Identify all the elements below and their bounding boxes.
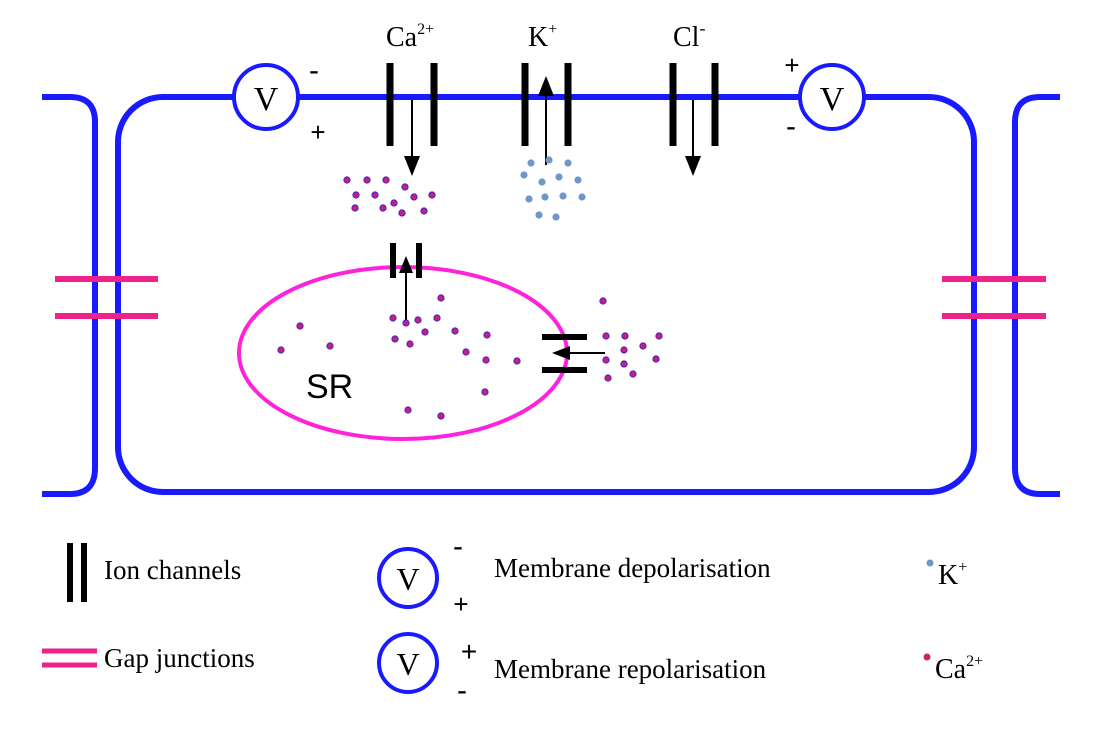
ca-channel-label: Ca2+ [386, 21, 434, 53]
legend-ion-channels-label: Ion channels [104, 555, 241, 585]
ca-ion-dot [652, 355, 660, 363]
ca-ion-dot [428, 191, 436, 199]
ca-ion-dot [343, 176, 351, 184]
svg-text:V: V [254, 81, 279, 118]
sr-uptake-pump [542, 334, 605, 373]
ca-ion-dot [363, 176, 371, 184]
ca-ion-dot [389, 314, 397, 322]
k-ion-dot [535, 211, 543, 219]
ca-ion-dot [639, 342, 647, 350]
ca-ion-dot [604, 374, 612, 382]
ca-ion-dot [352, 191, 360, 199]
k-ion-dot [538, 178, 546, 186]
k-ion-dot [525, 195, 533, 203]
left-gap-junction [55, 276, 158, 319]
ca-ion-dot [513, 357, 521, 365]
k-ion-dot [574, 176, 582, 184]
ca-ion-dot [414, 316, 422, 324]
ca-ion-dot [398, 209, 406, 217]
k-ion-dot [578, 193, 586, 201]
right-gap-junction [942, 276, 1046, 319]
legend-repolarisation-label: Membrane repolarisation [494, 654, 767, 684]
ca-ion-dot [621, 332, 629, 340]
k-channel: K+ [521, 21, 572, 165]
left-neighbor-membrane [42, 94, 98, 497]
ca-ion-dot [351, 204, 359, 212]
k-channel-label: K+ [528, 21, 557, 53]
ca-ion-dot [402, 319, 410, 327]
ca-ion-dot [482, 356, 490, 364]
legend-gap-junctions-label: Gap junctions [104, 643, 255, 673]
legend-k-ion: K+ [926, 559, 967, 591]
ca-ion-dot [391, 335, 399, 343]
ca-ion-dot [599, 297, 607, 305]
right-neighbor-membrane [1012, 94, 1060, 497]
ca-ion-dot [437, 294, 445, 302]
svg-text:V: V [396, 646, 419, 682]
sarcoplasmic-reticulum [237, 265, 569, 441]
ca-ion-dot [406, 340, 414, 348]
cl-channel: Cl- [669, 18, 719, 176]
legend-depolarisation: V - + Membrane depolarisation [377, 530, 771, 619]
ca-ion-dot [382, 176, 390, 184]
ca-ion-dot [437, 412, 445, 420]
ca-ion-dot [655, 332, 663, 340]
right-voltmeter: V + - [784, 50, 866, 143]
sr-release-channel [390, 243, 422, 320]
ca-ion-dot [620, 360, 628, 368]
svg-text:+: + [461, 636, 477, 667]
k-ion-dot [527, 159, 535, 167]
right-voltmeter-top-sign: + [784, 50, 799, 80]
ca-ion-dot [602, 332, 610, 340]
svg-text:K+: K+ [938, 559, 967, 591]
left-voltmeter: V - + [232, 54, 326, 147]
ca-ion-dot [379, 204, 387, 212]
k-ion-dot [541, 193, 549, 201]
k-ion-dot [555, 173, 563, 181]
ca-ion-dot [602, 356, 610, 364]
ca-ion-dot [481, 388, 489, 396]
legend-depolarisation-label: Membrane depolarisation [494, 553, 771, 583]
k-ion-dot [552, 213, 560, 221]
legend-gap-junctions: Gap junctions [42, 643, 255, 673]
legend: Ion channels Gap junctions V - + Membran… [42, 530, 983, 707]
k-ion-dot [564, 159, 572, 167]
ca-ion-dot [326, 342, 334, 350]
svg-text:+: + [453, 589, 468, 619]
left-voltmeter-bottom-sign: + [310, 117, 325, 147]
ca-ion-dot [401, 183, 409, 191]
legend-ca-ion: Ca2+ [923, 653, 983, 685]
ca-ion-dot [462, 348, 470, 356]
ca-ion-dot [420, 207, 428, 215]
ca-ion-dot [371, 191, 379, 199]
svg-text:V: V [396, 561, 419, 597]
svg-text:-: - [457, 674, 467, 707]
ca-ion-dot [410, 193, 418, 201]
sr-label: SR [306, 368, 353, 406]
ca-ion-dot [296, 322, 304, 330]
right-voltmeter-bottom-sign: - [786, 110, 796, 143]
k-ion-dot [520, 171, 528, 179]
ca-ion-dot [390, 199, 398, 207]
k-ion-dot [545, 156, 553, 164]
ca-ion-dot [451, 327, 459, 335]
ca-ion-dot [620, 346, 628, 354]
ca-ion-dot [433, 314, 441, 322]
ion-dots [277, 156, 663, 420]
ca-ion-dot [483, 331, 491, 339]
svg-text:V: V [820, 81, 845, 118]
ca-ion-dot [421, 328, 429, 336]
left-voltmeter-top-sign: - [309, 54, 319, 87]
k-ion-dot [559, 192, 567, 200]
svg-text:-: - [453, 530, 463, 563]
legend-repolarisation: V + - Membrane repolarisation [377, 632, 767, 707]
ca-ion-dot [629, 370, 637, 378]
cl-channel-label: Cl- [673, 18, 705, 53]
svg-text:Ca2+: Ca2+ [935, 653, 983, 685]
legend-ion-channels: Ion channels [67, 543, 241, 602]
ca-ion-dot [404, 406, 412, 414]
ca-channel: Ca2+ [386, 21, 438, 176]
ca-ion-dot [277, 346, 285, 354]
